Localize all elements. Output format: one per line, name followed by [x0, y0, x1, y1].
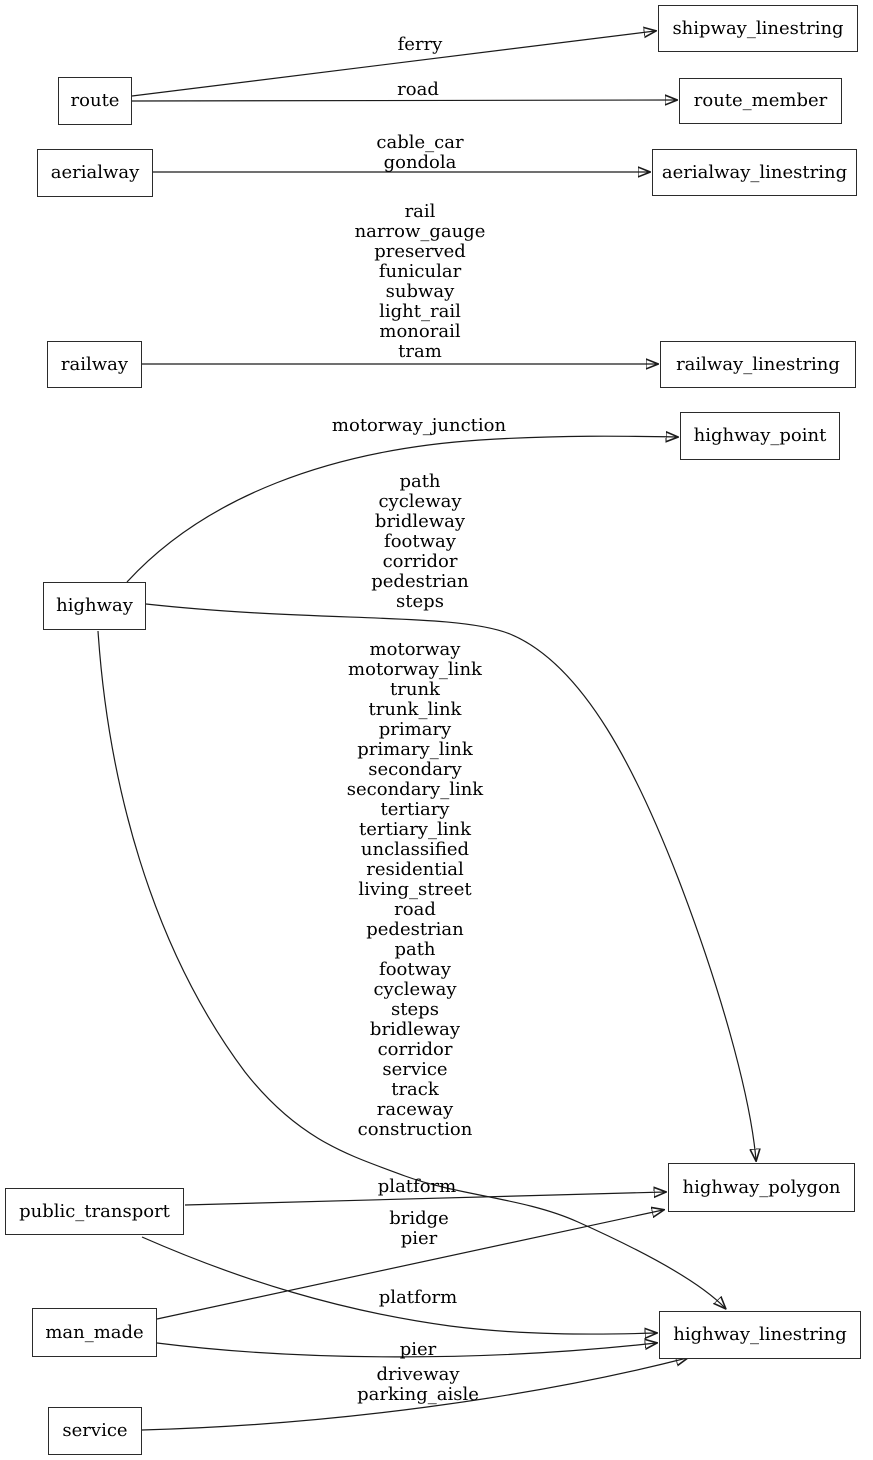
node-aerialway: aerialway — [37, 149, 153, 197]
node-railway_linestring: railway_linestring — [660, 341, 856, 388]
edge-label-railway-types: rail narrow_gauge preserved funicular su… — [354, 201, 486, 362]
edge-label-platform-linestring: platform — [378, 1287, 458, 1308]
edge-label-highway-polygon-types: path cycleway bridleway footway corridor… — [371, 471, 469, 612]
node-route: route — [58, 77, 132, 125]
edge-label-highway-linestring-types: motorway motorway_link trunk trunk_link … — [346, 639, 484, 1140]
edge-label-cable_car-gondola: cable_car gondola — [376, 132, 464, 173]
node-highway_point: highway_point — [680, 412, 840, 460]
edge-label-bridge-pier: bridge pier — [389, 1208, 449, 1249]
edge-service-highway_linestring — [141, 1358, 687, 1431]
node-highway: highway — [43, 582, 146, 630]
edge-label-ferry: ferry — [397, 34, 443, 55]
edge-route-shipway_linestring — [131, 31, 655, 97]
edge-public_transport-highway_linestring — [141, 1236, 656, 1334]
node-aerialway_linestring: aerialway_linestring — [652, 149, 857, 196]
edge-highway-highway_point — [126, 436, 677, 583]
edge-man_made-highway_linestring — [156, 1343, 656, 1358]
edge-highway-highway_linestring — [97, 630, 725, 1308]
edge-label-road: road — [397, 79, 439, 100]
edge-route-route_member — [131, 100, 676, 101]
edge-label-pier-linestring: pier — [399, 1339, 437, 1360]
edge-label-motorway_junction: motorway_junction — [331, 415, 507, 436]
node-railway: railway — [47, 341, 142, 388]
node-highway_linestring: highway_linestring — [659, 1311, 861, 1359]
edge-highway-highway_polygon — [145, 603, 756, 1160]
edge-label-platform-polygon: platform — [377, 1176, 457, 1197]
edge-label-driveway-parking_aisle: driveway parking_aisle — [357, 1364, 479, 1405]
node-shipway_linestring: shipway_linestring — [658, 5, 858, 52]
edge-man_made-highway_polygon — [156, 1210, 663, 1320]
node-highway_polygon: highway_polygon — [668, 1163, 855, 1212]
node-man_made: man_made — [32, 1308, 157, 1357]
edge-public_transport-highway_polygon — [184, 1192, 665, 1206]
node-route_member: route_member — [679, 78, 842, 124]
node-service: service — [48, 1407, 142, 1455]
node-public_transport: public_transport — [5, 1188, 184, 1235]
